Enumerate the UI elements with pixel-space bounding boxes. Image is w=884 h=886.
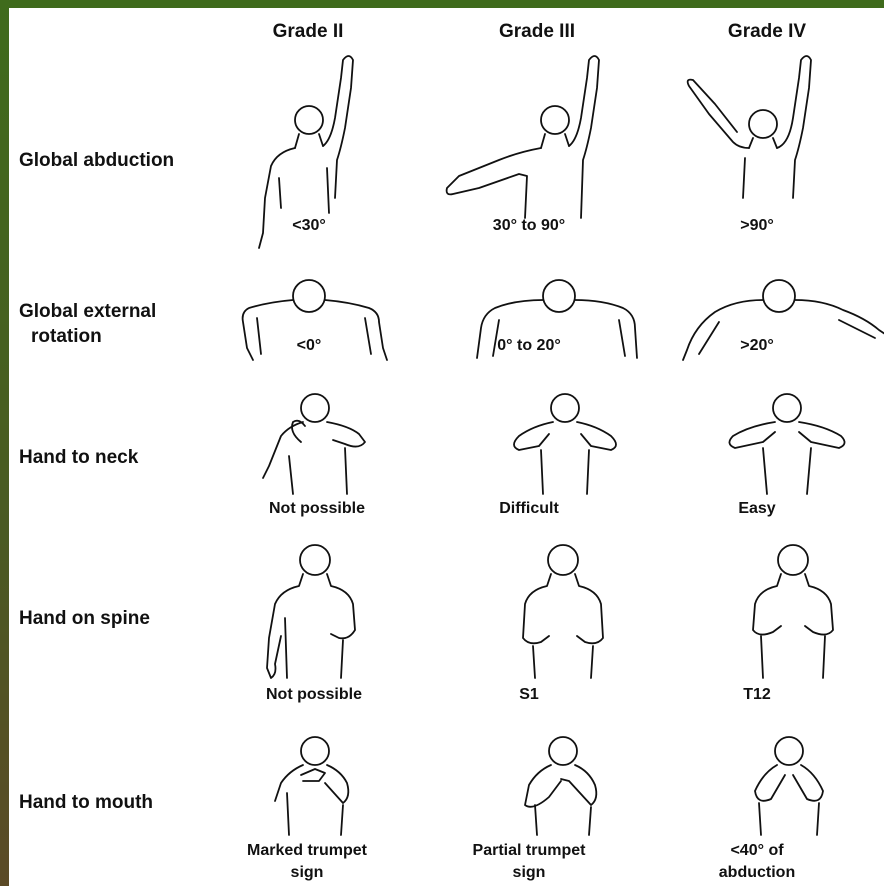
caption-abduction-grade-4: >90° — [677, 215, 837, 237]
caption-hand-on-spine-grade-4: T12 — [677, 684, 837, 706]
caption-hand-to-neck-grade-3: Difficult — [449, 498, 609, 520]
column-header-grade-4: Grade IV — [697, 21, 837, 43]
column-header-grade-3: Grade III — [467, 21, 607, 43]
caption-line: sign — [449, 862, 609, 884]
caption-hand-to-neck-grade-4: Easy — [677, 498, 837, 520]
caption-line: Partial trumpet — [449, 840, 609, 862]
row-label-global-abduction: Global abduction — [19, 148, 174, 173]
caption-line: Marked trumpet — [227, 840, 387, 862]
hand-to-mouth-grade-2-figure — [259, 731, 369, 841]
hand-on-spine-grade-4-figure — [739, 538, 849, 688]
caption-abduction-grade-3: 30° to 90° — [449, 215, 609, 237]
caption-line: abduction — [677, 862, 837, 884]
hand-to-mouth-grade-4-figure — [735, 731, 845, 841]
caption-external-rotation-grade-4: >20° — [677, 335, 837, 357]
caption-hand-to-neck-grade-2: Not possible — [237, 498, 397, 520]
row-label-line: rotation — [19, 324, 156, 349]
row-label-hand-to-neck: Hand to neck — [19, 445, 138, 470]
row-label-global-external-rotation: Global external rotation — [19, 299, 156, 349]
row-label-hand-on-spine: Hand on spine — [19, 606, 150, 631]
hand-to-mouth-grade-3-figure — [509, 731, 619, 841]
hand-to-neck-grade-4-figure — [719, 386, 859, 496]
caption-hand-to-mouth-grade-2: Marked trumpet sign — [227, 840, 387, 884]
caption-external-rotation-grade-3: 0° to 20° — [449, 335, 609, 357]
caption-hand-on-spine-grade-3: S1 — [449, 684, 609, 706]
caption-hand-on-spine-grade-2: Not possible — [234, 684, 394, 706]
diagram-panel: Grade II Grade III Grade IV Global abduc… — [9, 8, 884, 886]
caption-line: sign — [227, 862, 387, 884]
caption-line: <40° of — [677, 840, 837, 862]
row-label-line: Global external — [19, 299, 156, 324]
hand-on-spine-grade-3-figure — [509, 538, 619, 688]
hand-on-spine-grade-2-figure — [259, 538, 369, 688]
row-label-hand-to-mouth: Hand to mouth — [19, 790, 153, 815]
caption-hand-to-mouth-grade-4: <40° of abduction — [677, 840, 837, 884]
column-header-grade-2: Grade II — [238, 21, 378, 43]
caption-external-rotation-grade-2: <0° — [229, 335, 389, 357]
caption-hand-to-mouth-grade-3: Partial trumpet sign — [449, 840, 609, 884]
hand-to-neck-grade-3-figure — [489, 386, 639, 496]
caption-abduction-grade-2: <30° — [229, 215, 389, 237]
hand-to-neck-grade-2-figure — [249, 386, 379, 496]
